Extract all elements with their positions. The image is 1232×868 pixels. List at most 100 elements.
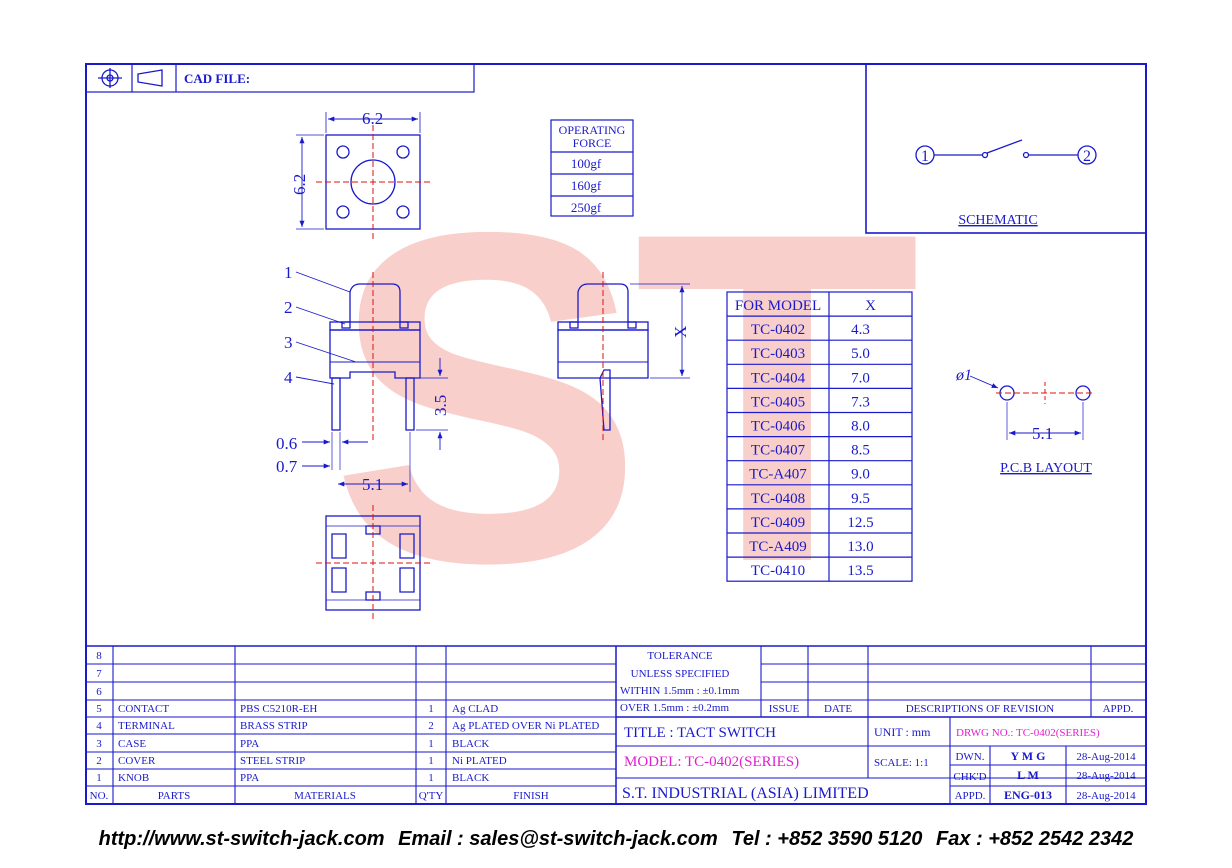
parts-row-finish: BLACK bbox=[452, 772, 489, 784]
model-table-cell: 7.0 bbox=[851, 370, 870, 386]
parts-row-part: CASE bbox=[118, 738, 146, 750]
model-table-cell: 4.3 bbox=[851, 322, 870, 338]
tolerance-within: WITHIN 1.5mm : ±0.1mm bbox=[620, 685, 740, 697]
pcb-pitch: 5.1 bbox=[1032, 424, 1053, 443]
parts-row-qty: 1 bbox=[428, 738, 434, 750]
parts-row-part: KNOB bbox=[118, 772, 149, 784]
parts-table-header: FINISH bbox=[513, 790, 549, 802]
model-table-cell: TC-A407 bbox=[749, 467, 807, 483]
pcb-layout bbox=[969, 375, 1094, 440]
parts-row-material: STEEL STRIP bbox=[240, 755, 305, 767]
pcb-layout-label: P.C.B LAYOUT bbox=[1000, 461, 1092, 476]
model-table-cell: TC-0404 bbox=[751, 370, 806, 386]
parts-row-number: 8 bbox=[96, 650, 102, 662]
schematic-pin-1: 1 bbox=[921, 148, 929, 165]
model-table-cell: TC-0406 bbox=[751, 419, 806, 435]
model-table-header: X bbox=[865, 298, 876, 314]
force-title-1: OPERATING bbox=[559, 123, 626, 137]
website-link[interactable]: http://www.st-switch-jack.com bbox=[98, 828, 385, 850]
model-table-cell: 13.5 bbox=[847, 563, 873, 579]
dim-pin-width-1: 0.6 bbox=[276, 434, 297, 453]
callout-3: 3 bbox=[284, 333, 293, 352]
model-table bbox=[726, 291, 913, 582]
parts-row-qty: 1 bbox=[428, 772, 434, 784]
tolerance-title: TOLERANCE bbox=[647, 650, 712, 662]
model-table-cell: TC-0405 bbox=[751, 394, 805, 410]
parts-row-part: CONTACT bbox=[118, 703, 169, 715]
model-table-cell: 13.0 bbox=[847, 539, 873, 555]
callout-4: 4 bbox=[284, 368, 293, 387]
parts-row-number: 4 bbox=[96, 720, 102, 732]
parts-row-qty: 1 bbox=[428, 755, 434, 767]
dim-pin-pitch: 5.1 bbox=[362, 475, 383, 494]
parts-row-part: TERMINAL bbox=[118, 720, 175, 732]
parts-row-qty: 1 bbox=[428, 703, 434, 715]
model-table-cell: TC-0403 bbox=[751, 346, 805, 362]
parts-row-material: PPA bbox=[240, 738, 259, 750]
contact-footer: http://www.st-switch-jack.com Email : sa… bbox=[0, 828, 1232, 858]
cad-file-label: CAD FILE: bbox=[184, 71, 250, 86]
appd-date: 28-Aug-2014 bbox=[1076, 790, 1136, 802]
parts-row-number: 2 bbox=[96, 755, 102, 767]
model-table-cell: 9.5 bbox=[851, 491, 870, 507]
parts-row-material: PPA bbox=[240, 772, 259, 784]
bottom-view bbox=[316, 505, 430, 620]
parts-row-qty: 2 bbox=[428, 720, 434, 732]
tolerance-subtitle: UNLESS SPECIFIED bbox=[631, 668, 730, 680]
parts-table-header: NO. bbox=[90, 790, 109, 802]
model-table-cell: 7.3 bbox=[851, 394, 870, 410]
parts-table-header: Q'TY bbox=[419, 790, 444, 802]
schematic-box bbox=[865, 63, 1147, 234]
schematic-diagram bbox=[915, 139, 1097, 165]
revision-desc: DESCRIPTIONS OF REVISION bbox=[906, 703, 1055, 715]
chk-label: CHK'D bbox=[953, 771, 986, 783]
dim-top-width: 6.2 bbox=[362, 109, 383, 128]
appd-name: ENG-013 bbox=[1004, 788, 1052, 802]
model-table-cell: 8.5 bbox=[851, 443, 870, 459]
model-table-cell: 5.0 bbox=[851, 346, 870, 362]
model-table-cell: TC-0407 bbox=[751, 443, 806, 459]
model-table-cell: TC-0408 bbox=[751, 491, 805, 507]
cad-header-box bbox=[85, 63, 475, 93]
operating-force-table bbox=[550, 119, 634, 217]
schematic-label: SCHEMATIC bbox=[958, 213, 1037, 228]
appd-label: APPD. bbox=[955, 790, 986, 802]
force-value: 250gf bbox=[571, 200, 602, 215]
parts-row-number: 1 bbox=[96, 772, 102, 784]
parts-row-number: 7 bbox=[96, 668, 102, 680]
top-view bbox=[296, 112, 430, 240]
force-value: 160gf bbox=[571, 178, 602, 193]
model-table-cell: 12.5 bbox=[847, 515, 873, 531]
model-table-header: FOR MODEL bbox=[735, 298, 821, 314]
parts-row-material: PBS C5210R-EH bbox=[240, 703, 317, 715]
revision-appd: APPD. bbox=[1103, 703, 1134, 715]
email-link[interactable]: Email : sales@st-switch-jack.com bbox=[398, 828, 718, 850]
callout-1: 1 bbox=[284, 263, 293, 282]
model-table-cell: TC-0409 bbox=[751, 515, 805, 531]
parts-row-number: 6 bbox=[96, 686, 102, 698]
dim-x: X bbox=[671, 326, 690, 338]
dim-pin-height: 3.5 bbox=[431, 395, 450, 416]
st-logo-watermark: ST bbox=[330, 135, 930, 660]
unit-label: UNIT : mm bbox=[874, 725, 931, 739]
model-table-cell: 8.0 bbox=[851, 419, 870, 435]
drawing-title: TITLE : TACT SWITCH bbox=[624, 725, 776, 741]
parts-table-header: MATERIALS bbox=[294, 790, 356, 802]
force-value: 100gf bbox=[571, 156, 602, 171]
chk-date: 28-Aug-2014 bbox=[1076, 770, 1136, 782]
fax: Fax : +852 2542 2342 bbox=[935, 828, 1134, 850]
revision-issue: ISSUE bbox=[769, 703, 800, 715]
parts-row-number: 3 bbox=[96, 738, 102, 750]
model-name: MODEL: TC-0402(SERIES) bbox=[624, 754, 799, 770]
revision-date: DATE bbox=[824, 703, 852, 715]
dim-top-height: 6.2 bbox=[290, 174, 309, 195]
schematic-pin-2: 2 bbox=[1083, 148, 1091, 165]
model-table-cell: 9.0 bbox=[851, 467, 870, 483]
dwn-label: DWN. bbox=[955, 751, 984, 763]
callout-2: 2 bbox=[284, 298, 293, 317]
title-block-grid bbox=[86, 645, 1146, 804]
model-table-cell: TC-0402 bbox=[751, 322, 805, 338]
pcb-hole-dia: ø1 bbox=[955, 367, 972, 384]
dwn-name: Y M G bbox=[1011, 749, 1046, 763]
